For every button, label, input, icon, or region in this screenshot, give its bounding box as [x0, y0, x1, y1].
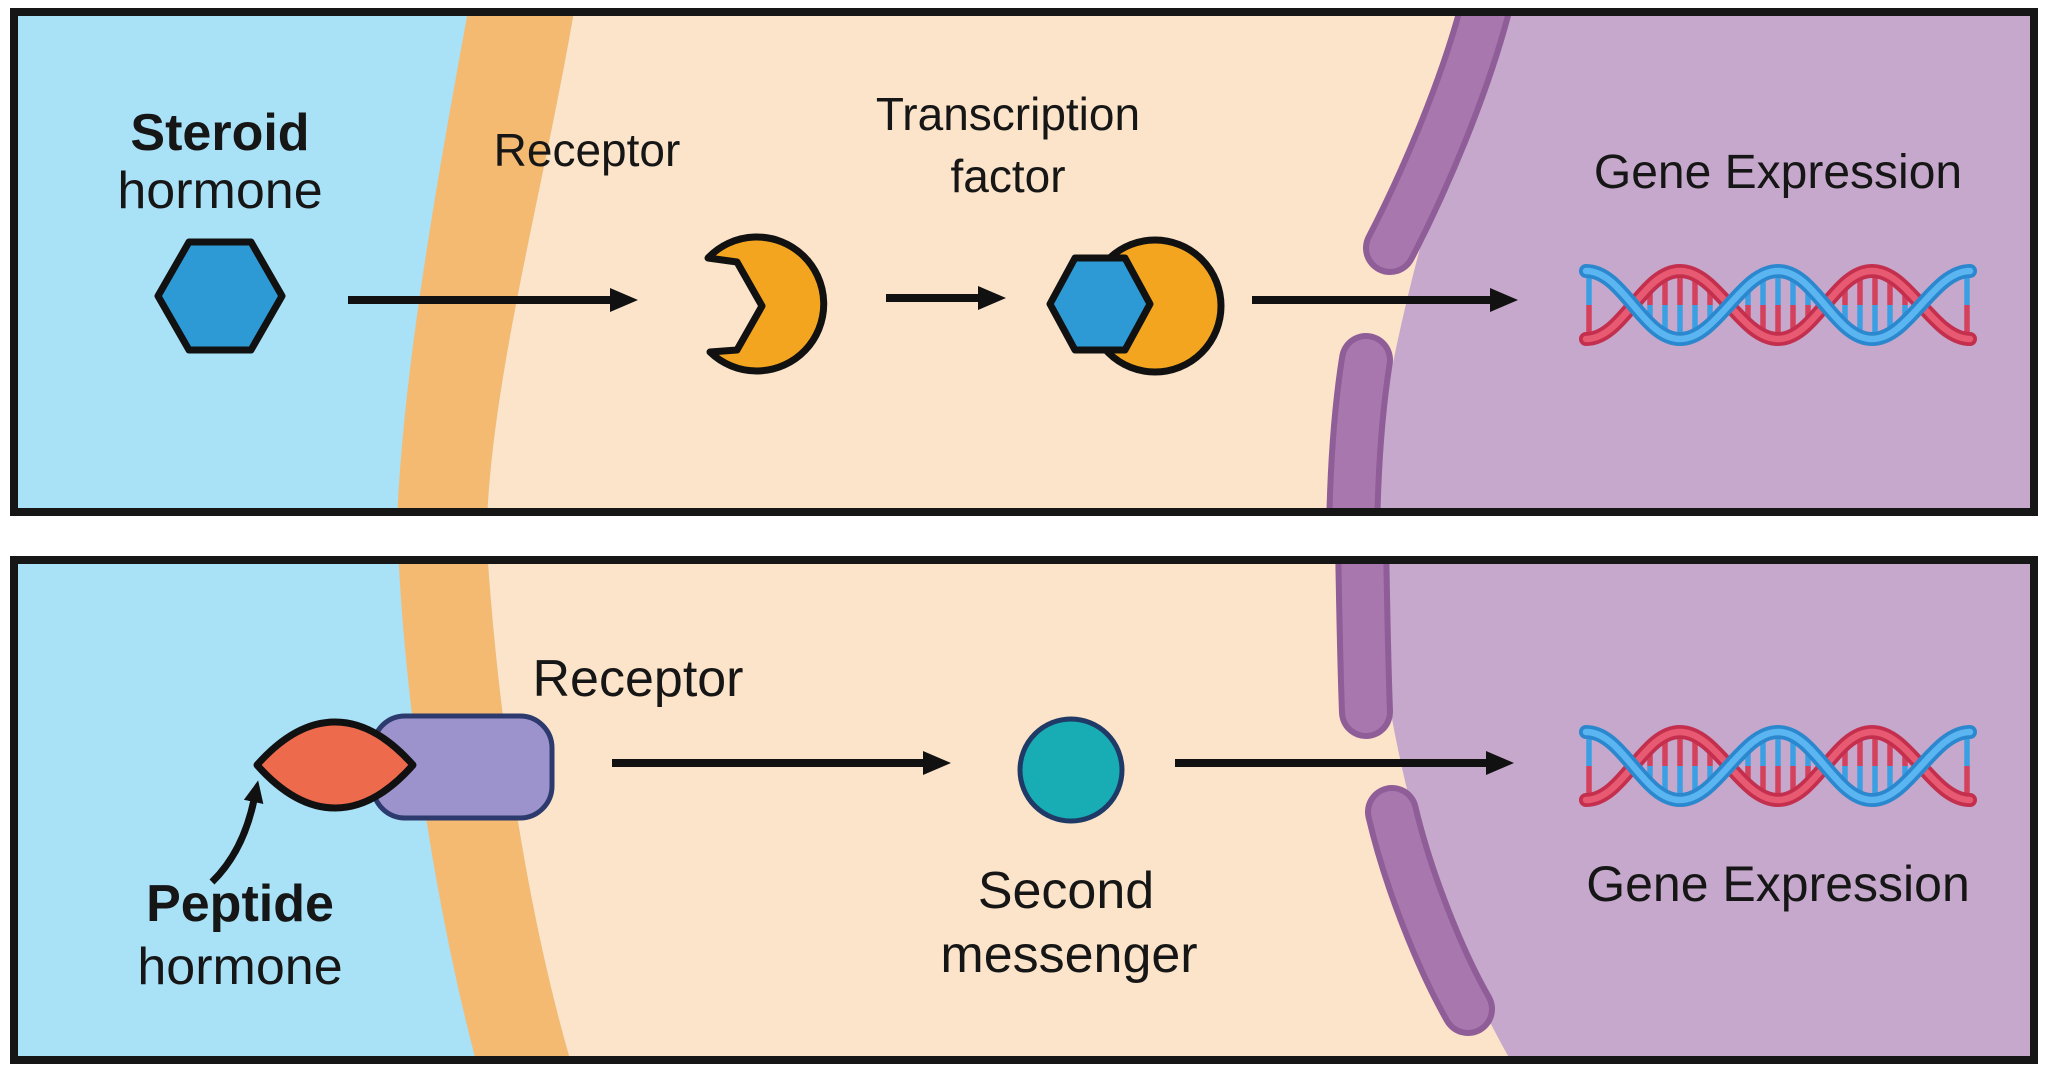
nuclear-envelope-segment [1332, 339, 1387, 510]
steroid-hormone-label-line2: hormone [117, 162, 322, 220]
steroid-receptor-label: Receptor [494, 124, 681, 176]
nuclear-envelope-segment [1371, 791, 1489, 1030]
peptide-hormone-lens-icon [253, 718, 417, 812]
peptide-receptor-label: Receptor [533, 650, 744, 708]
second-messenger-label-line1: Second [978, 862, 1154, 920]
peptide-hormone-label-line1: Peptide [146, 875, 334, 933]
nucleus-region [1371, 14, 2032, 510]
panel-steroid: Steroid hormone Receptor Transcription f… [10, 8, 2038, 516]
peptide-hormone-label-line2: hormone [137, 938, 342, 996]
panel-peptide: Receptor Second messenger Peptide hormon… [10, 556, 2038, 1064]
steroid-hormone-label-line1: Steroid [130, 104, 309, 162]
arrow-peptide-label-pointer [209, 780, 264, 885]
steroid-hormone-hexagon-icon [154, 238, 286, 354]
transcription-factor-label-line1: Transcription [876, 88, 1140, 140]
transcription-factor-icon [1046, 236, 1225, 376]
plasma-membrane [397, 14, 574, 510]
second-messenger-label-line2: messenger [940, 926, 1197, 984]
bound-hormone-hexagon [1046, 254, 1154, 354]
nuclear-envelope-segment [1369, 14, 1506, 269]
gene-expression-label-bottom: Gene Expression [1586, 856, 1970, 912]
steroid-receptor-icon [704, 233, 828, 375]
peptide-panel-border [10, 556, 2038, 1064]
nucleus-region [1372, 562, 2032, 1058]
gene-expression-label-top: Gene Expression [1594, 146, 1962, 199]
second-messenger-icon [1017, 716, 1125, 824]
transcription-factor-label-line2: factor [950, 150, 1065, 202]
steroid-panel-border [10, 8, 2038, 516]
nuclear-envelope [1326, 14, 1512, 510]
nuclear-envelope-segment [1341, 562, 1387, 733]
nuclear-envelope [1335, 562, 1495, 1036]
